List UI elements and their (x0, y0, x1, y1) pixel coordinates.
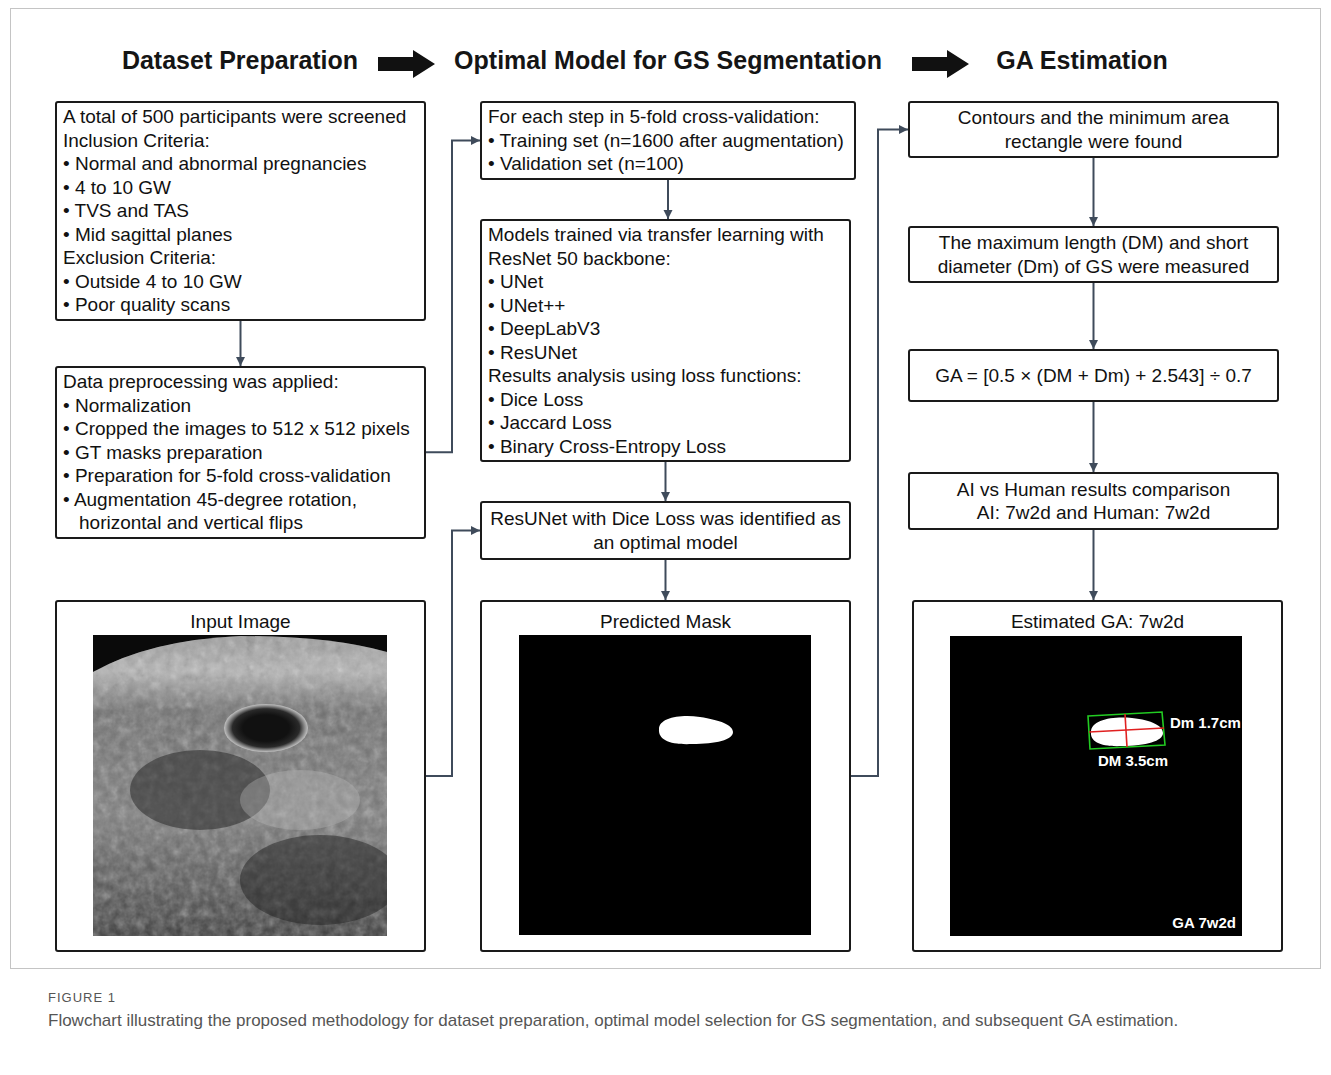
figure-number-holder: FIGURE 1 (48, 990, 116, 1005)
estimate-ground (950, 636, 1242, 936)
box-line: • DeepLabV3 (488, 317, 845, 341)
box-line: • Outside 4 to 10 GW (63, 270, 420, 294)
column-heading-holder: Dataset Preparation (122, 46, 358, 75)
process-box: GA = [0.5 × (DM + Dm) + 2.543] ÷ 0.7 (908, 349, 1279, 402)
box-text: Models trained via transfer learning wit… (488, 223, 845, 270)
box-line: • Binary Cross-Entropy Loss (488, 435, 845, 459)
process-box: A total of 500 participants were screene… (55, 101, 426, 321)
box-text: Estimated GA: 7w2d (920, 610, 1275, 634)
box-text: Contours and the minimum area rectangle … (918, 106, 1269, 153)
box-text: ResUNet with Dice Loss was identified as… (490, 507, 841, 554)
flow-connector (1093, 530, 1095, 600)
flow-connector (1093, 158, 1095, 226)
ultrasound-image (93, 635, 400, 936)
box-line: • Dice Loss (488, 388, 845, 412)
image-panel: Input Image (55, 600, 426, 952)
box-line: • Augmentation 45-degree rotation, horiz… (63, 488, 420, 535)
mask-ground (519, 635, 811, 935)
minor-axis (1125, 714, 1127, 747)
box-line: • Normalization (63, 394, 420, 418)
process-box: ResUNet with Dice Loss was identified as… (480, 501, 851, 560)
box-line: • 4 to 10 GW (63, 176, 420, 200)
box-text: GA = [0.5 × (DM + Dm) + 2.543] ÷ 0.7 (918, 364, 1269, 388)
column-heading-holder: Optimal Model for GS Segmentation (454, 46, 882, 75)
predicted-mask (659, 716, 733, 744)
column-heading: Dataset Preparation (122, 46, 358, 75)
dimension-label-holder: Dm 1.7cm (1170, 714, 1241, 731)
dimension-label-holder: DM 3.5cm (1098, 752, 1168, 769)
image-panel: Predicted Mask (480, 600, 851, 952)
flow-connector (426, 531, 480, 777)
box-line: • Validation set (n=100) (488, 152, 850, 176)
box-line: • ResUNet (488, 341, 845, 365)
result-label-holder: GA 7w2d (1172, 914, 1236, 931)
box-line: • Mid sagittal planes (63, 223, 420, 247)
ultrasound-bright (240, 770, 360, 830)
box-line: • Poor quality scans (63, 293, 420, 317)
flow-connector (667, 180, 669, 219)
figure-caption: Flowchart illustrating the proposed meth… (48, 1010, 1298, 1031)
flow-connector (665, 560, 667, 600)
flow-connector (426, 141, 480, 453)
box-text: Data preprocessing was applied: (63, 370, 420, 394)
box-text: For each step in 5-fold cross-validation… (488, 105, 850, 129)
dimension-label: Dm 1.7cm (1170, 714, 1241, 731)
figure-number: FIGURE 1 (48, 990, 116, 1005)
min-area-rectangle (1088, 712, 1165, 749)
caption-holder: Flowchart illustrating the proposed meth… (48, 1010, 1298, 1031)
box-line: Results analysis using loss functions: (488, 364, 845, 388)
result-label: GA 7w2d (1172, 914, 1236, 931)
flow-connector (1093, 283, 1095, 349)
process-box: AI vs Human results comparisonAI: 7w2d a… (908, 472, 1279, 530)
box-text: The maximum length (DM) and short diamet… (918, 231, 1269, 278)
dimension-label: DM 3.5cm (1098, 752, 1168, 769)
flow-connector (1093, 402, 1095, 472)
box-text: A total of 500 participants were screene… (63, 105, 420, 129)
process-box: The maximum length (DM) and short diamet… (908, 226, 1279, 283)
box-text: Input Image (63, 610, 418, 634)
figure-frame (11, 9, 1321, 969)
process-box: Models trained via transfer learning wit… (480, 219, 851, 462)
heading-arrow (378, 50, 435, 78)
flow-connector (665, 462, 667, 501)
column-heading: GA Estimation (996, 46, 1167, 75)
box-line: Inclusion Criteria: (63, 129, 420, 153)
box-line: • Jaccard Loss (488, 411, 845, 435)
process-box: Contours and the minimum area rectangle … (908, 101, 1279, 158)
column-heading-holder: GA Estimation (996, 46, 1167, 75)
flow-connector (851, 130, 908, 777)
box-line: • Training set (n=1600 after augmentatio… (488, 129, 850, 153)
box-line: • TVS and TAS (63, 199, 420, 223)
box-line: • UNet (488, 270, 845, 294)
box-line: • Cropped the images to 512 x 512 pixels (63, 417, 420, 441)
box-line: • UNet++ (488, 294, 845, 318)
box-line: • Normal and abnormal pregnancies (63, 152, 420, 176)
box-line: Exclusion Criteria: (63, 246, 420, 270)
box-line: • GT masks preparation (63, 441, 420, 465)
heading-arrow (912, 50, 969, 78)
ultrasound-shadow (240, 835, 400, 925)
box-line: • Preparation for 5-fold cross-validatio… (63, 464, 420, 488)
image-panel: Estimated GA: 7w2d (912, 600, 1283, 952)
process-box: Data preprocessing was applied:• Normali… (55, 366, 426, 539)
box-text: Predicted Mask (488, 610, 843, 634)
gestational-sac (224, 704, 308, 752)
flow-connector (240, 321, 242, 367)
box-line: AI: 7w2d and Human: 7w2d (918, 501, 1269, 525)
box-text: AI vs Human results comparison (918, 478, 1269, 502)
process-box: For each step in 5-fold cross-validation… (480, 101, 856, 180)
column-heading: Optimal Model for GS Segmentation (454, 46, 882, 75)
